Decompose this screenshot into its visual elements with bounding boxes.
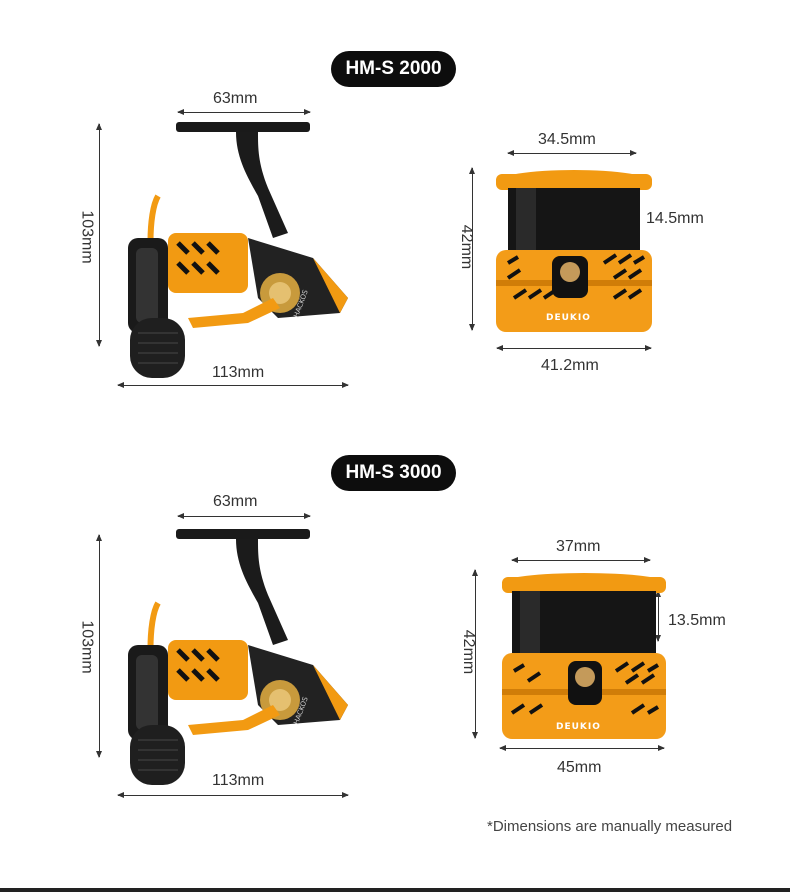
measurement-note: *Dimensions are manually measured — [487, 818, 733, 835]
spool-depth-line — [655, 590, 661, 642]
spool-top-diameter-label: 37mm — [556, 538, 601, 555]
reel-height-label: 103mm — [78, 620, 96, 674]
spool-brand-text: DEUKIO — [556, 722, 601, 732]
spool-top-diameter-label: 34.5mm — [538, 131, 596, 148]
spinning-reel-image: HACKOS — [128, 122, 348, 378]
spool-top-diameter-line — [511, 557, 651, 563]
model-badge: HM-S 3000 — [331, 455, 456, 491]
reel-length-label: 113mm — [212, 772, 265, 789]
reel-height-label: 103mm — [78, 210, 96, 264]
reel-height-line — [96, 534, 102, 758]
reel-handle-width-line — [177, 513, 311, 519]
spool-top-diameter-line — [507, 150, 637, 156]
spool-bottom-diameter-label: 45mm — [557, 759, 602, 776]
spool-bottom-diameter-line — [499, 745, 665, 751]
reel-height-line — [96, 123, 102, 347]
spool-image: DEUKIO — [502, 573, 666, 739]
reel-length-line — [117, 792, 349, 798]
spool-height-line — [472, 569, 478, 739]
spool-depth-label: 13.5mm — [668, 612, 726, 629]
reel-handle-width-label: 63mm — [213, 90, 258, 107]
reel-handle-width-line — [177, 109, 311, 115]
spool-depth-label: 14.5mm — [646, 210, 704, 227]
spool-bottom-diameter-line — [496, 345, 652, 351]
spool-bottom-diameter-label: 41.2mm — [541, 357, 599, 374]
bottom-divider — [0, 888, 790, 892]
section-hm-s-3000: HM-S 3000 63mm 103mm 113mm HACKOS 37mm 1… — [0, 405, 790, 835]
spool-height-line — [469, 167, 475, 331]
spool-image: DEUKIO — [496, 170, 652, 332]
reel-handle-width-label: 63mm — [213, 493, 258, 510]
spinning-reel-image: HACKOS — [128, 529, 348, 785]
model-badge: HM-S 2000 — [331, 51, 456, 87]
section-hm-s-2000: HM-S 2000 63mm 103mm 113mm HACKOS 34.5mm — [0, 0, 790, 430]
spool-brand-text: DEUKIO — [546, 313, 591, 323]
reel-length-label: 113mm — [212, 364, 265, 381]
reel-length-line — [117, 382, 349, 388]
